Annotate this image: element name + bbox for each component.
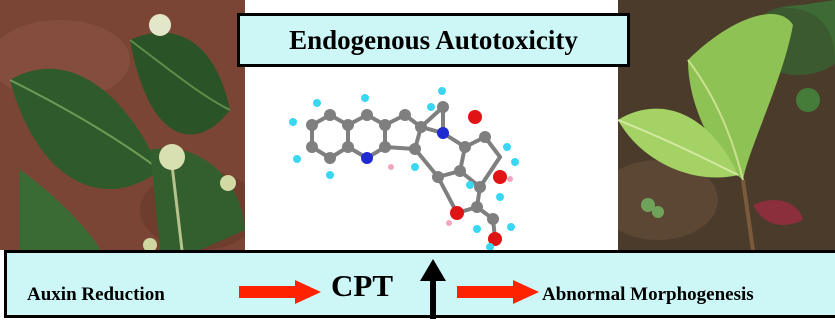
mechanism-flow-bar: Auxin Reduction CPT Abnormal Morphogenes… — [4, 250, 835, 319]
up-arrow-icon — [420, 259, 446, 319]
camptothecin-molecule — [289, 87, 519, 250]
title-text: Endogenous Autotoxicity — [289, 24, 578, 55]
title-banner: Endogenous Autotoxicity — [237, 13, 630, 67]
left-plant-photo — [0, 0, 245, 250]
right-arrow-icon — [239, 280, 321, 304]
abnormal-morphogenesis-label: Abnormal Morphogenesis — [542, 284, 754, 305]
cpt-label: CPT — [331, 268, 393, 303]
right-seedling-photo — [618, 0, 835, 250]
right-arrow-icon — [457, 280, 539, 304]
auxin-reduction-label: Auxin Reduction — [27, 284, 165, 305]
